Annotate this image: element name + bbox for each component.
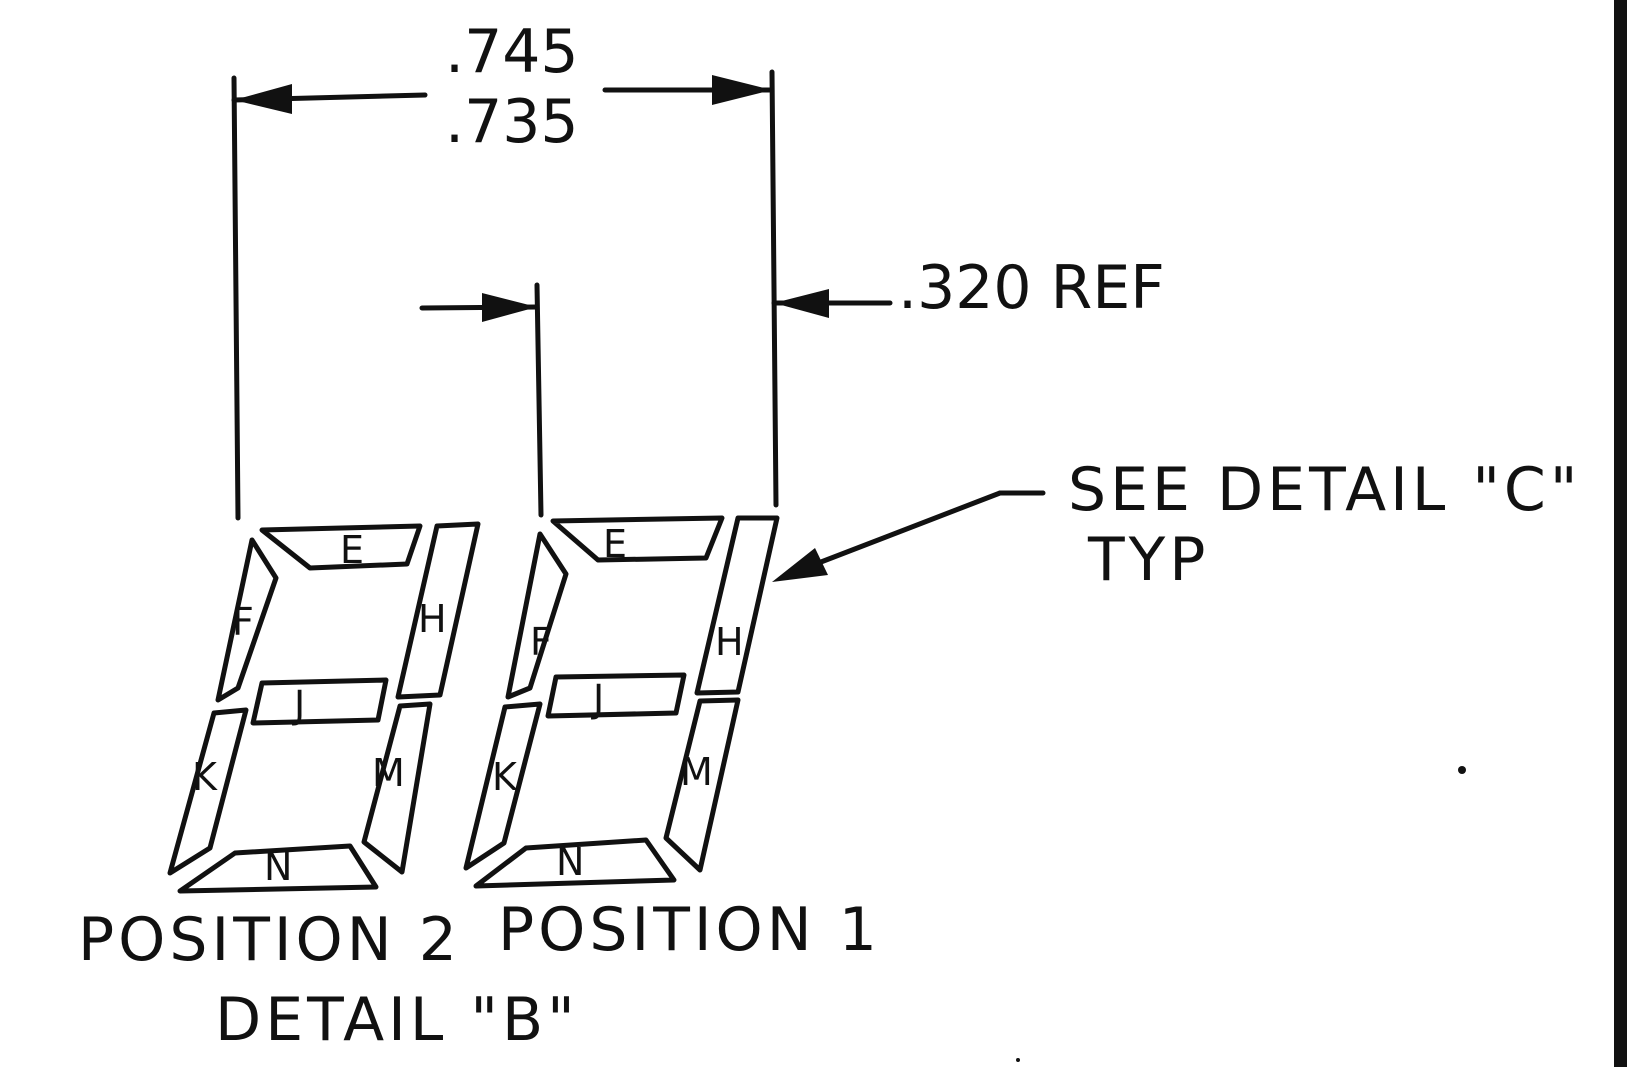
segment-k [167, 707, 249, 876]
segment-e [259, 523, 423, 571]
width-max-label: .745 [445, 17, 579, 87]
segment-m [663, 697, 741, 873]
label-f: F [530, 620, 552, 664]
digit-position-2: E F H J K M N [167, 521, 481, 894]
extension-line-right [769, 69, 779, 508]
segment-e [550, 515, 725, 563]
frame-border [1614, 0, 1627, 1067]
label-j: J [591, 677, 604, 721]
segment-h [694, 515, 780, 696]
segment-h [395, 521, 481, 700]
label-k: K [192, 755, 218, 799]
label-n: N [264, 845, 292, 889]
leader-line-diagonal [792, 490, 1003, 575]
label-m: M [372, 751, 405, 795]
segment-k [463, 701, 543, 871]
callout-line1: SEE DETAIL "C" [1068, 455, 1581, 525]
label-h: H [418, 597, 447, 641]
digit-position-1: E F H J K M N [463, 515, 780, 889]
segment-f [505, 531, 569, 700]
extension-line-left [231, 75, 241, 521]
width-min-label: .735 [445, 87, 579, 157]
pitch-dimension: .320 REF [419, 253, 1165, 518]
overall-width-dimension: .745 .735 [231, 17, 779, 521]
callout-line2: TYP [1087, 525, 1209, 595]
position-1-label: POSITION 1 [498, 895, 881, 965]
label-k: K [492, 755, 518, 799]
scan-speck [1016, 1058, 1020, 1062]
pitch-arrowhead-left [482, 293, 537, 322]
arrowhead-right [712, 75, 772, 105]
label-f: F [232, 600, 254, 644]
position-2-label: POSITION 2 [78, 905, 461, 975]
detail-c-callout: SEE DETAIL "C" TYP [772, 455, 1581, 595]
label-e: E [603, 522, 627, 566]
leader-arrowhead [772, 548, 828, 582]
arrowhead-left [234, 84, 292, 114]
label-e: E [340, 528, 364, 572]
label-j: J [292, 683, 305, 727]
segment-n [177, 843, 379, 894]
pitch-label: .320 REF [898, 253, 1165, 323]
segment-j [250, 677, 389, 726]
segment-m [361, 701, 433, 875]
segment-n [473, 837, 677, 889]
extension-line-mid [534, 282, 544, 518]
segment-f [215, 537, 279, 703]
label-m: M [680, 750, 713, 794]
segment-j [545, 672, 687, 719]
label-h: H [715, 620, 744, 664]
label-n: N [556, 840, 584, 884]
pitch-arrowhead-right [774, 289, 829, 318]
detail-b-title: DETAIL "B" [215, 985, 579, 1055]
scan-speck [1458, 766, 1466, 774]
